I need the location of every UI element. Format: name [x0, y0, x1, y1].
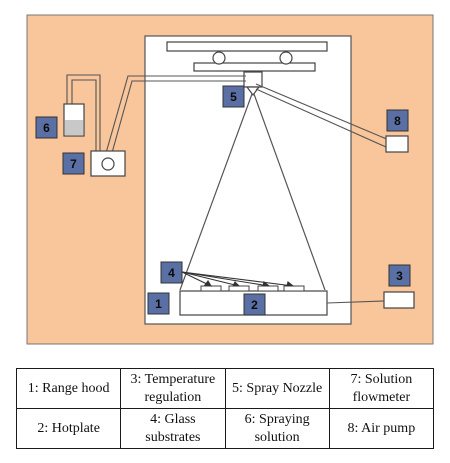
solution-tube-outer: [66, 74, 101, 160]
badge-7: 7: [62, 152, 85, 175]
legend-cell-solution-flowmeter: 7: Solution flowmeter: [328, 368, 435, 409]
legend-row: 2: Hotplate 4: Glass substrates 6: Spray…: [15, 408, 435, 449]
badge-1: 1: [147, 292, 170, 315]
air-pump: [385, 135, 409, 153]
rail-wheel-left: [212, 51, 226, 65]
spray-cone-left: [179, 93, 253, 291]
badge-3: 3: [388, 264, 411, 287]
legend-cell-temperature-regulation: 3: Temperature regulation: [120, 368, 226, 409]
nozzle-holder: [243, 71, 263, 88]
badge-4-text: 4: [168, 266, 175, 280]
legend-cell-glass-substrates: 4: Glass substrates: [120, 408, 226, 449]
feed-tube-outer: [103, 75, 246, 161]
glass-substrate-3: [257, 285, 279, 292]
bottom-rail: [193, 62, 316, 72]
badge-8-text: 8: [394, 114, 401, 128]
badge-6: 6: [35, 116, 58, 139]
badge-1-text: 1: [155, 297, 162, 311]
badge-8: 8: [386, 109, 409, 132]
flowmeter-dial: [101, 157, 115, 171]
glass-substrate-4: [283, 285, 305, 292]
legend-cell-hotplate: 2: Hotplate: [15, 408, 122, 449]
badge-7-text: 7: [70, 157, 77, 171]
air-tube-outer: [255, 83, 390, 141]
legend-cell-spray-nozzle: 5: Spray Nozzle: [224, 368, 330, 409]
badge-2: 2: [243, 293, 266, 316]
badge-2-text: 2: [251, 298, 258, 312]
badge-4: 4: [160, 261, 183, 284]
badge-5-text: 5: [230, 90, 237, 104]
feed-tube-inner: [109, 80, 246, 161]
legend-cell-range-hood: 1: Range hood: [15, 368, 122, 409]
glass-substrate-2: [228, 285, 250, 292]
badge-6-text: 6: [43, 121, 50, 135]
legend-cell-air-pump: 8: Air pump: [328, 408, 435, 449]
top-rail: [166, 41, 328, 52]
rail-wheel-right: [279, 51, 293, 65]
badge-3-text: 3: [396, 269, 403, 283]
glass-substrate-1: [200, 285, 222, 292]
substrate-pointers: [181, 271, 295, 287]
air-tube-inner: [255, 88, 387, 148]
badge-5: 5: [222, 85, 245, 108]
spray-cone-right: [253, 93, 326, 291]
legend-row: 1: Range hood 3: Temperature regulation …: [15, 368, 435, 409]
solution-liquid: [65, 120, 83, 135]
legend-table: 1: Range hood 3: Temperature regulation …: [15, 368, 435, 449]
temperature-regulator: [383, 291, 415, 309]
legend-cell-spraying-solution: 6: Spraying solution: [224, 408, 330, 449]
solution-tube-inner: [71, 79, 97, 160]
temperature-wire: [326, 300, 385, 304]
